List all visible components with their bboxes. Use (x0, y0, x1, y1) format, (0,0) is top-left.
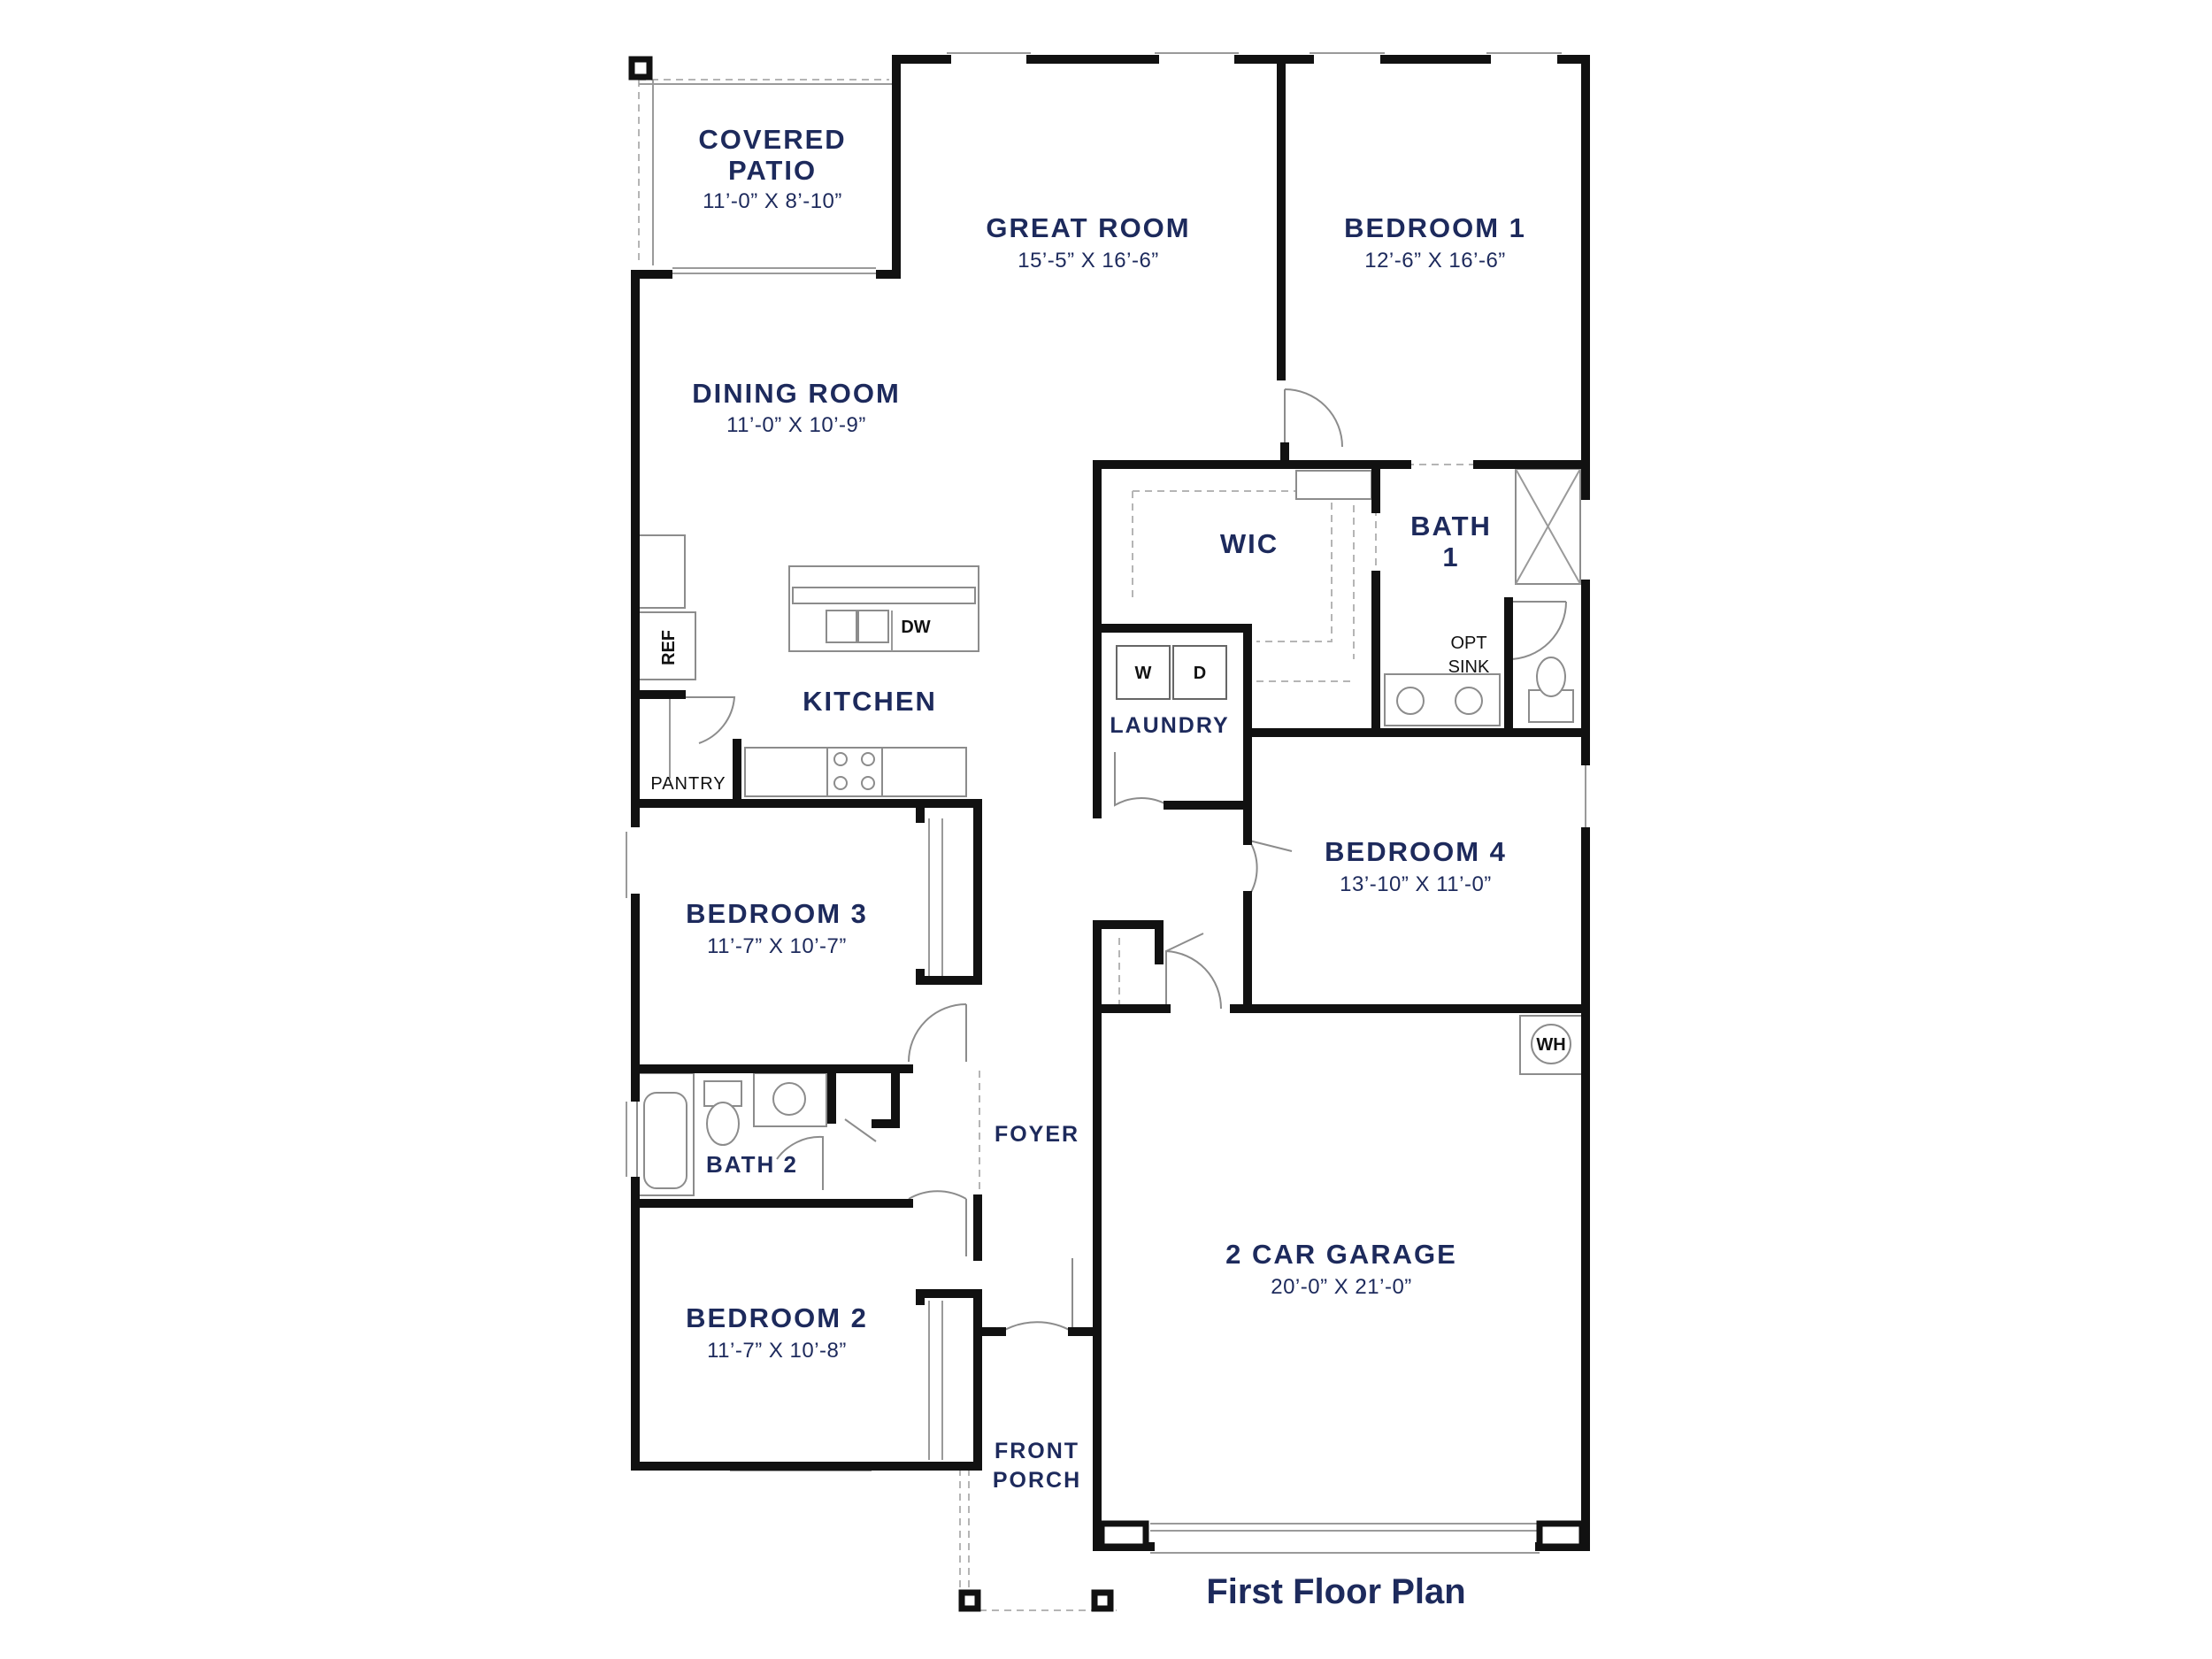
kitchen-sink-left-icon (826, 610, 857, 643)
wall-bath-2-closet (827, 1064, 900, 1128)
bedroom-4-door-swing (1248, 840, 1293, 896)
covered-patio-dims: 11’-0” X 8’-10” (703, 189, 842, 213)
porch-post-left (958, 1589, 981, 1612)
dw-label: DW (901, 618, 930, 637)
pantry-name: PANTRY (650, 774, 726, 794)
shower-cross (1515, 468, 1581, 585)
garage-dims: 20’-0” X 21’-0” (1271, 1275, 1412, 1299)
ref-label: REF (659, 630, 679, 665)
opt-sink-1: OPT (1450, 634, 1486, 653)
bedroom-4-name: BEDROOM 4 (1325, 836, 1507, 867)
bedroom-1-door-swing (1284, 388, 1343, 448)
front-door-swing (1001, 1258, 1073, 1333)
plan-title: First Floor Plan (1206, 1572, 1465, 1611)
dining-room-name: DINING ROOM (692, 378, 901, 409)
bedroom-1-dims: 12’-6” X 16’-6” (1364, 249, 1506, 273)
bedroom-2-closet (928, 1301, 943, 1460)
wic-shelves (1132, 478, 1355, 659)
great-room-name: GREAT ROOM (986, 212, 1190, 243)
bath-2-name: BATH 2 (706, 1151, 798, 1178)
kitchen-island (788, 565, 979, 652)
sliding-door-patio (672, 267, 876, 274)
bath-2-door-hall (908, 1190, 967, 1256)
bedroom-1-name: BEDROOM 1 (1344, 212, 1526, 243)
bedroom-3-closet (928, 818, 943, 978)
foyer-name: FOYER (995, 1122, 1079, 1147)
kitchen-sink-right-icon (857, 610, 889, 643)
hall-shelves (1256, 680, 1354, 735)
tub-inner (643, 1092, 687, 1189)
bedroom-3-name: BEDROOM 3 (686, 898, 868, 929)
bath-1-name-2: 1 (1442, 541, 1459, 572)
wall-linen (1093, 920, 1164, 964)
patio-outline (638, 79, 889, 265)
bedroom-3-door-swing (908, 1003, 967, 1063)
garage-post-left (1098, 1520, 1149, 1550)
cooktop-icon (826, 747, 883, 797)
pantry-door-swing (681, 696, 736, 744)
toilet-bath-2-icon (706, 1102, 740, 1146)
wall-pantry (631, 690, 741, 805)
front-porch-name-1: FRONT (995, 1439, 1079, 1463)
garage-name: 2 CAR GARAGE (1225, 1239, 1457, 1270)
covered-patio-name-2: PATIO (728, 155, 817, 186)
bedroom-2-dims: 11’-7” X 10’-8” (707, 1339, 847, 1363)
water-heater-icon (1531, 1024, 1571, 1064)
bedroom-4-dims: 13’-10” X 11’-0” (1340, 872, 1492, 896)
dryer-label: D (1194, 664, 1206, 683)
dryer-icon (1172, 645, 1227, 700)
toilet-bowl-bath-1 (1536, 657, 1566, 697)
sink-1-icon (1396, 687, 1425, 715)
walls-layer (628, 55, 1590, 1612)
linen-door-swing (1165, 933, 1223, 1010)
bedroom-2-name: BEDROOM 2 (686, 1302, 868, 1333)
island-bar (792, 587, 976, 604)
washer-label: W (1135, 664, 1152, 683)
fridge-icon (636, 611, 696, 680)
bath-1-name-1: BATH (1410, 511, 1492, 541)
covered-patio-name-1: COVERED (698, 124, 846, 155)
front-porch-name-2: PORCH (993, 1468, 1081, 1493)
laundry-name: LAUNDRY (1110, 713, 1229, 738)
opt-sink-2: SINK (1448, 657, 1490, 677)
patio-post (628, 56, 653, 81)
counter-left (636, 534, 686, 609)
bath-2-door-swing (776, 1118, 877, 1190)
bath-1-door-swing (1508, 601, 1567, 660)
wic-name: WIC (1220, 528, 1279, 559)
sink-bath-2-icon (772, 1082, 806, 1116)
wall-bedroom-3-right (916, 799, 982, 985)
garage-door (1150, 1523, 1540, 1554)
labels-layer: COVERED PATIO 11’-0” X 8’-10” GREAT ROOM… (650, 124, 1526, 1611)
garage-post-right (1536, 1520, 1586, 1550)
bedroom-3-dims: 11’-7” X 10’-7” (707, 934, 847, 958)
sink-2-icon (1455, 687, 1483, 715)
great-room-dims: 15’-5” X 16’-6” (1018, 249, 1159, 273)
laundry-door-swing (1114, 752, 1169, 807)
wall-bedroom-2-right (631, 1194, 982, 1471)
fixtures-layer: DW REF W (626, 52, 1586, 1611)
kitchen-name: KITCHEN (803, 686, 937, 717)
wh-label: WH (1536, 1035, 1565, 1055)
washer-icon (1116, 645, 1171, 700)
porch-post-right (1091, 1589, 1114, 1612)
dining-room-dims: 11’-0” X 10’-9” (726, 413, 866, 437)
wic-shelf-top (1295, 470, 1372, 500)
